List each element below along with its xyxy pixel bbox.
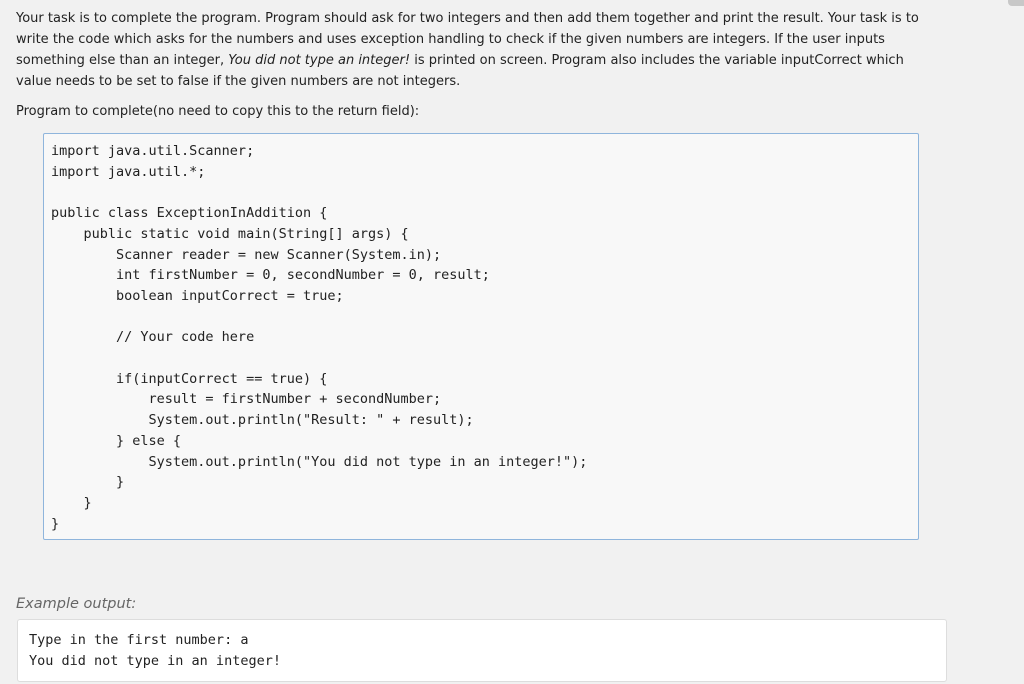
program-intro: Program to complete(no need to copy this… (16, 104, 420, 119)
task-text-part1: Your task is to complete the program. Pr… (16, 11, 919, 68)
task-text-part2: is printed on screen. Program also inclu… (16, 53, 904, 89)
task-description: Your task is to complete the program. Pr… (16, 8, 926, 92)
example-output-box: Type in the first number: a You did not … (17, 619, 947, 682)
scrollbar-thumb[interactable] (1008, 0, 1024, 6)
example-output-text: Type in the first number: a You did not … (29, 632, 281, 669)
task-emphasis-text: You did not type an integer! (228, 53, 411, 68)
example-output-label: Example output: (16, 596, 137, 612)
code-text[interactable]: import java.util.Scanner; import java.ut… (51, 143, 588, 532)
code-block[interactable]: import java.util.Scanner; import java.ut… (43, 133, 919, 540)
